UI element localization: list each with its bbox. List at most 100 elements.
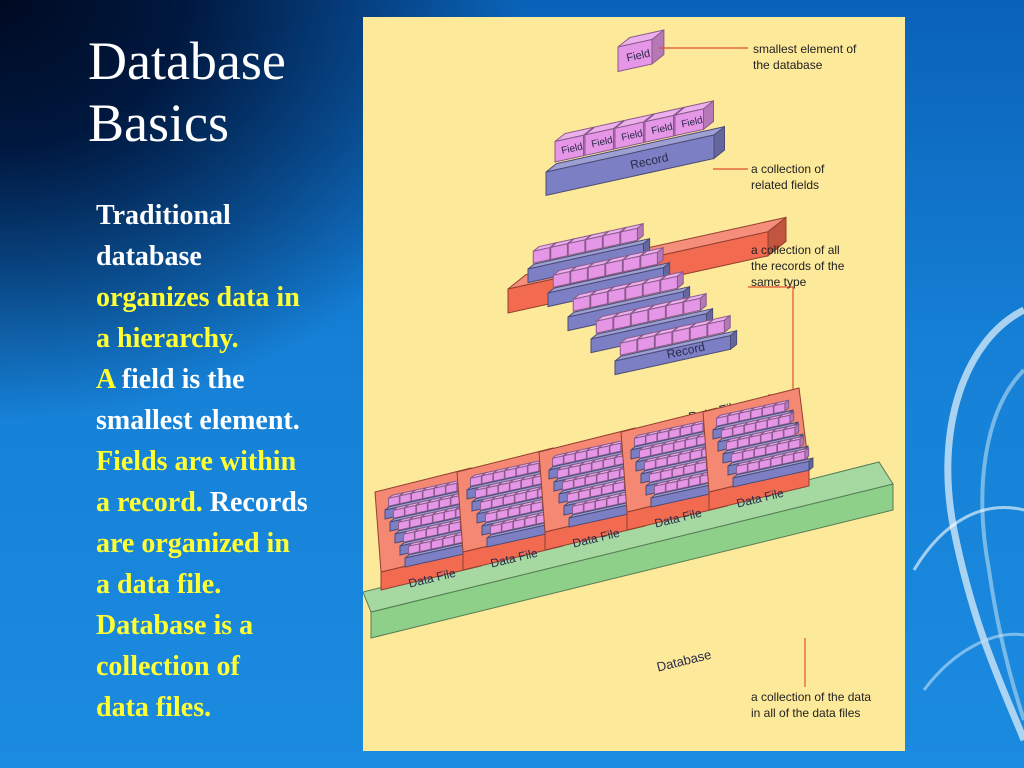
field-cube-front [614, 121, 644, 150]
field-cube-front [552, 270, 571, 288]
field-cube-front [633, 435, 646, 447]
field-cube-front [519, 503, 532, 516]
field-cube-front [656, 430, 669, 442]
field-cube-front [668, 427, 681, 440]
field-cube-front [489, 523, 502, 535]
field-cube-front [502, 494, 515, 506]
field-cube-front [753, 446, 766, 458]
body-text: Traditional database organizes data in a… [96, 195, 366, 728]
body-run: a data file. [96, 569, 222, 600]
decorative-swoosh [912, 306, 1024, 742]
field-cube-front [407, 543, 420, 555]
field-cube-label: Field [650, 122, 674, 137]
body-run: Fields are within [96, 446, 297, 477]
field-cube-front [605, 259, 623, 277]
record-group [547, 246, 671, 308]
field-cube [778, 411, 795, 427]
field-cube-front [584, 474, 597, 486]
body-line: are organized in [96, 523, 366, 564]
field-cube-front [625, 283, 643, 301]
body-line: smallest element. [96, 400, 366, 441]
field-cube-front [730, 451, 743, 463]
body-run: collection of [96, 651, 240, 682]
field-cube-front [689, 323, 708, 341]
field-cube-front [650, 444, 663, 457]
field-cube-front [612, 481, 625, 493]
annotation-data-file-line: same type [751, 275, 807, 289]
field-cube-front [771, 429, 784, 441]
field-cube [550, 238, 574, 260]
field-cube-front [758, 458, 771, 470]
field-cube-front [674, 108, 704, 137]
field-cube-front [673, 439, 686, 452]
field-cube: Field [644, 106, 684, 143]
field-cube-front [776, 441, 789, 453]
field-cube-front [688, 475, 701, 488]
field-cube-front [486, 484, 499, 497]
field-cube-front [613, 313, 631, 330]
field-cube-front [602, 231, 621, 249]
field-cube-front [515, 465, 528, 477]
field-cube [683, 292, 707, 315]
body-run: smallest element. [96, 405, 300, 436]
field-cube-front [689, 449, 702, 461]
field-cube [620, 222, 644, 245]
field-cube-front [445, 482, 458, 495]
field-cube-front [595, 316, 614, 334]
field-cube-front [484, 511, 497, 523]
field-cube-front [399, 492, 412, 505]
field-cube-front [573, 476, 586, 489]
field-cube-front [748, 434, 761, 446]
database-data-file: Data File [702, 387, 814, 511]
field-cube-front [596, 471, 609, 484]
body-line: a hierarchy. [96, 318, 366, 359]
field-cube-front [644, 114, 674, 143]
field-cube-front [566, 491, 579, 503]
field-cube-front [584, 128, 614, 157]
field-cube [788, 435, 805, 451]
field-cube-front [707, 319, 725, 337]
body-line: a record. Records [96, 482, 366, 523]
record-bar-front [614, 334, 731, 376]
body-line: Fields are within [96, 441, 366, 482]
field-cube-front [738, 410, 751, 422]
field-cube-front [648, 305, 666, 323]
field-cube-front [512, 518, 525, 530]
field-cube-front [443, 509, 456, 521]
field-cube [781, 449, 798, 465]
field-cube-front [622, 255, 641, 273]
field-cube-front [735, 463, 748, 475]
field-cube-front [661, 442, 674, 454]
field-cube-front [640, 251, 658, 269]
field-cube-label: Field [626, 48, 652, 65]
field-cube-front [497, 482, 510, 494]
field-cube-front [678, 451, 691, 464]
field-cube-front [601, 483, 614, 496]
body-run: a hierarchy. [96, 323, 239, 354]
field-cube-label: Field [590, 135, 614, 150]
field-cube-front [525, 489, 538, 501]
field-cube-front [504, 467, 517, 480]
field-cube-front [609, 442, 622, 455]
field-cube-front [427, 499, 440, 512]
field-cube-front [715, 415, 728, 427]
field-cube-front [492, 470, 505, 482]
field-cube-front [527, 462, 540, 475]
field-cube-front [496, 508, 509, 521]
field-cube-front [620, 227, 638, 245]
field-cube-front [783, 426, 796, 439]
field-cube-front [665, 480, 678, 493]
record-bar-front [732, 460, 810, 488]
field-cube-front [551, 455, 564, 467]
field-cube-front [571, 503, 584, 515]
field-cube-front [793, 450, 806, 463]
slide-title: Database Basics [88, 30, 286, 154]
field-cube-front [645, 432, 658, 445]
annotation-database-line: a collection of the data [751, 690, 871, 704]
field-cube-front [469, 475, 482, 487]
field-cube-front [630, 309, 649, 327]
field-cube-front [671, 466, 684, 478]
